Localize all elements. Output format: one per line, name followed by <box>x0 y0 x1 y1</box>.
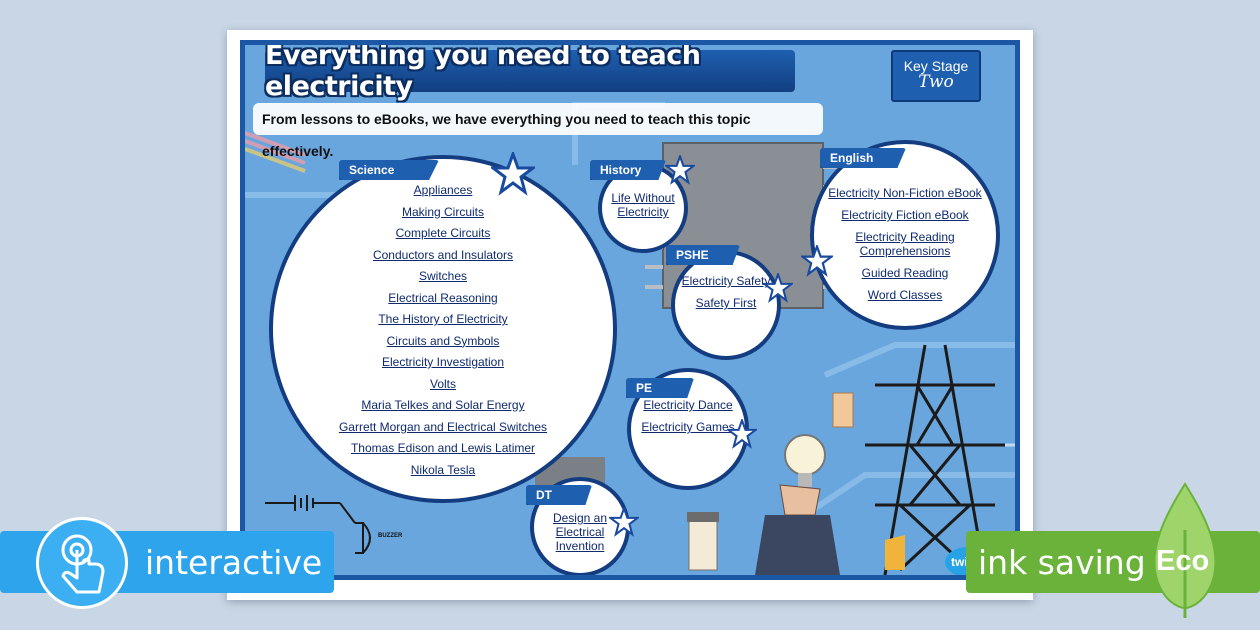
pshe-tag: PSHE <box>666 245 740 265</box>
science-link-electrical-reasoning[interactable]: Electrical Reasoning <box>388 290 498 305</box>
star-icon <box>491 152 535 196</box>
pe-tag: PE <box>626 378 694 398</box>
pshe-circle: Electricity Safety Safety First <box>671 250 781 360</box>
science-link-conductors-insulators[interactable]: Conductors and Insulators <box>372 247 514 262</box>
science-link-making-circuits[interactable]: Making Circuits <box>401 204 485 219</box>
science-link-nikola-tesla[interactable]: Nikola Tesla <box>410 462 476 477</box>
circuit-diagram <box>265 495 371 554</box>
pe-link-electricity-dance[interactable]: Electricity Dance <box>643 398 733 412</box>
science-link-switches[interactable]: Switches <box>418 269 468 283</box>
english-link-reading-comprehensions[interactable]: Electricity Reading Comprehensions <box>855 230 955 258</box>
buzzer-label: BUZZER <box>378 533 403 539</box>
subtitle: From lessons to eBooks, we have everythi… <box>253 103 823 159</box>
science-link-history-of-electricity[interactable]: The History of Electricity <box>378 312 508 326</box>
science-link-appliances[interactable]: Appliances <box>413 183 473 197</box>
english-link-word-classes[interactable]: Word Classes <box>867 288 943 302</box>
science-link-complete-circuits[interactable]: Complete Circuits <box>395 226 491 240</box>
poster-frame: Everything you need to teach electricity… <box>227 30 1033 600</box>
lightbulb-hand <box>755 434 905 575</box>
english-link-list: Electricity Non-Fiction eBook Electricit… <box>814 186 996 302</box>
resistor <box>832 392 854 428</box>
english-tag: English <box>820 148 906 168</box>
page-title: Everything you need to teach electricity <box>265 40 701 102</box>
key-stage-number: Two <box>918 72 954 92</box>
science-link-maria-telkes[interactable]: Maria Telkes and Solar Energy <box>361 398 525 412</box>
science-link-thomas-edison[interactable]: Thomas Edison and Lewis Latimer <box>350 441 536 455</box>
eco-label: Eco <box>1156 545 1210 577</box>
pe-link-list: Electricity Dance Electricity Games <box>631 398 745 434</box>
hand-tap-icon <box>36 517 128 609</box>
title-banner: Everything you need to teach electricity <box>265 45 795 102</box>
key-stage-badge: Key Stage Two <box>891 50 981 102</box>
pe-link-electricity-games[interactable]: Electricity Games <box>641 420 735 434</box>
history-link-list: Life Without Electricity <box>602 191 684 219</box>
science-tag: Science <box>339 160 439 180</box>
key-stage-label: Key Stage <box>903 58 969 74</box>
english-link-fiction-ebook[interactable]: Electricity Fiction eBook <box>841 208 969 222</box>
science-link-electricity-investigation[interactable]: Electricity Investigation <box>381 355 505 369</box>
capacitor <box>688 517 718 571</box>
pshe-link-list: Electricity Safety Safety First <box>675 274 777 310</box>
english-link-non-fiction-ebook[interactable]: Electricity Non-Fiction eBook <box>828 186 982 200</box>
dt-link-design-invention[interactable]: Design an Electrical Invention <box>552 511 608 553</box>
science-link-volts[interactable]: Volts <box>429 376 456 391</box>
dt-link-list: Design an Electrical Invention <box>534 511 626 553</box>
interactive-label: interactive <box>145 542 323 582</box>
english-link-guided-reading[interactable]: Guided Reading <box>861 266 949 280</box>
science-link-list: Appliances Making Circuits Complete Circ… <box>273 183 613 477</box>
star-icon <box>763 273 793 303</box>
history-link-life-without-electricity[interactable]: Life Without Electricity <box>611 191 675 219</box>
science-circle: Appliances Making Circuits Complete Circ… <box>269 155 617 503</box>
dt-tag: DT <box>526 485 592 505</box>
star-icon <box>665 155 695 185</box>
pshe-link-safety-first[interactable]: Safety First <box>695 296 757 310</box>
history-tag: History <box>590 160 666 180</box>
star-icon <box>727 419 757 449</box>
science-link-garrett-morgan[interactable]: Garrett Morgan and Electrical Switches <box>338 419 548 434</box>
poster-board: Everything you need to teach electricity… <box>240 40 1020 580</box>
pylon <box>865 344 1005 575</box>
leaf-icon <box>1153 482 1217 618</box>
english-circle: Electricity Non-Fiction eBook Electricit… <box>810 140 1000 330</box>
pshe-link-electricity-safety[interactable]: Electricity Safety <box>681 274 771 288</box>
ink-saving-label: ink saving <box>978 542 1146 582</box>
star-icon <box>609 507 639 537</box>
star-icon <box>801 245 833 277</box>
science-link-circuits-symbols[interactable]: Circuits and Symbols <box>386 333 500 348</box>
